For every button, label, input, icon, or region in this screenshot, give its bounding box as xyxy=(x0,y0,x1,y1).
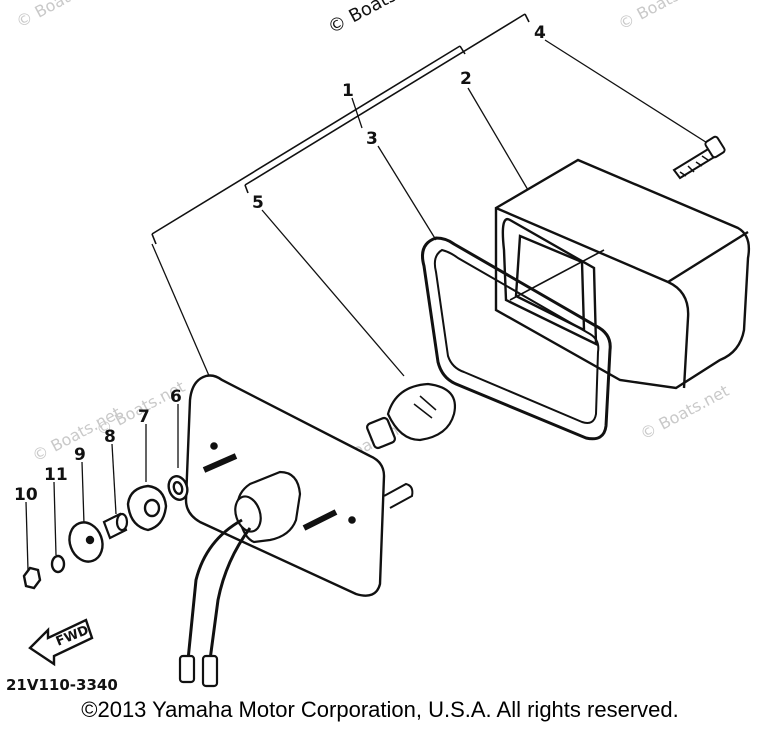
callout-7: 7 xyxy=(138,407,150,427)
callout-11: 11 xyxy=(44,465,68,485)
watermark: © Boats.net xyxy=(615,0,710,34)
callout-1: 1 xyxy=(342,81,354,101)
watermark: © Boats.net xyxy=(13,0,108,32)
group-brackets xyxy=(151,13,530,245)
watermark-top: © Boats xyxy=(324,0,400,38)
callout-3: 3 xyxy=(366,129,378,149)
grommet-7 xyxy=(126,484,168,532)
lamp-socket xyxy=(178,470,302,688)
callout-5: 5 xyxy=(252,193,264,213)
leader-lines xyxy=(25,39,713,571)
callout-6: 6 xyxy=(170,387,182,407)
lamp-housing xyxy=(494,158,751,390)
bulb xyxy=(366,382,457,450)
washer-9 xyxy=(68,521,104,563)
callout-numbers: 1 2 3 4 5 6 7 8 9 10 11 xyxy=(14,23,546,505)
callout-2: 2 xyxy=(460,69,472,89)
part-code: 21V110-3340 xyxy=(6,676,118,694)
lens-gasket xyxy=(421,236,612,441)
callout-9: 9 xyxy=(74,445,86,465)
nut-10 xyxy=(22,566,42,590)
lock-washer-11 xyxy=(50,554,66,574)
screw xyxy=(672,135,726,180)
watermark: © Boats.net xyxy=(637,381,732,444)
spacer-8 xyxy=(102,512,129,540)
copyright-notice: ©2013 Yamaha Motor Corporation, U.S.A. A… xyxy=(81,697,679,722)
callout-8: 8 xyxy=(104,427,116,447)
callout-10: 10 xyxy=(14,485,38,505)
fwd-arrow-icon: FWD xyxy=(28,618,94,667)
callout-4: 4 xyxy=(534,23,546,43)
washer-6 xyxy=(167,475,189,501)
